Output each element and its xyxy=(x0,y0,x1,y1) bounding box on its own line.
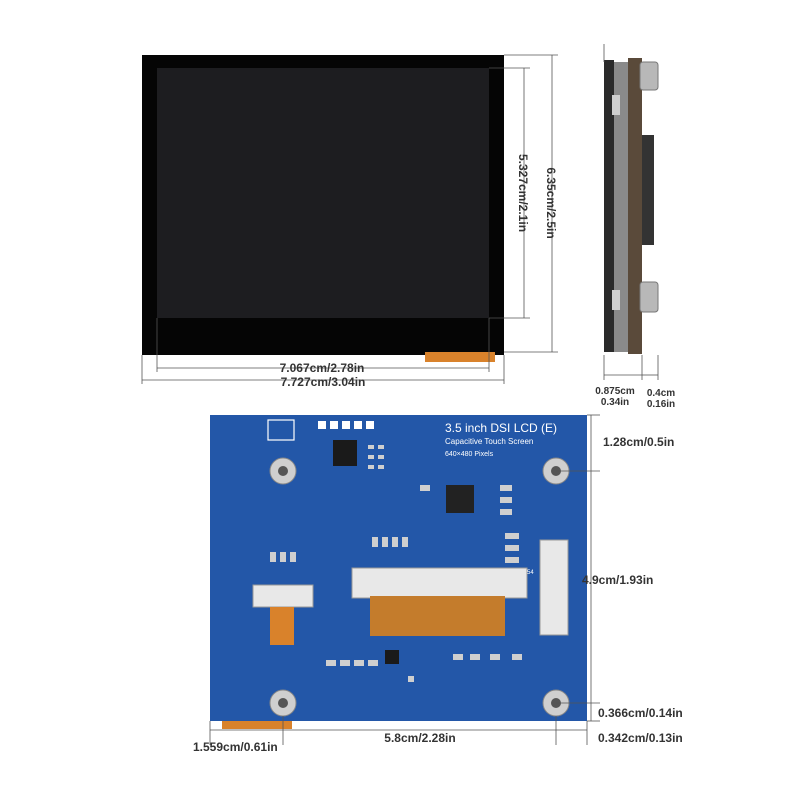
pcb-back-view: 3.5 inch DSI LCD (E) Capacitive Touch Sc… xyxy=(210,415,587,729)
front-dimension-lines xyxy=(141,54,558,384)
side-view xyxy=(604,58,659,354)
ic-chip-main xyxy=(446,485,474,513)
screen-front-view xyxy=(142,55,504,362)
hole-horizontal-spacing-label: 5.8cm/2.28in xyxy=(384,731,455,745)
connector-pin-label: 54 xyxy=(527,570,534,576)
outer-height-label: 6.35cm/2.5in xyxy=(544,167,558,238)
side-dimension-lines xyxy=(603,44,659,380)
header-pads xyxy=(318,421,374,429)
side-frame xyxy=(614,62,628,352)
left-margin-label: 1.559cm/0.61in xyxy=(193,740,278,754)
side-component-a xyxy=(612,95,620,115)
side-pcb xyxy=(628,58,642,354)
outer-width-label: 7.727cm/3.04in xyxy=(281,375,366,389)
flex-cable-main xyxy=(370,596,505,636)
fpc-connector-main xyxy=(351,567,528,599)
side-component-b xyxy=(612,290,620,310)
hole-vertical-spacing-label: 4.9cm/1.93in xyxy=(582,573,653,587)
side-thickness-a-label: 0.875cm xyxy=(595,386,635,397)
active-display-area xyxy=(157,68,489,318)
smd-components xyxy=(270,445,522,682)
flex-cable-small xyxy=(270,607,294,645)
pcb-title: 3.5 inch DSI LCD (E) xyxy=(445,421,557,435)
pcb-resolution: 640×480 Pixels xyxy=(445,451,494,458)
side-connector xyxy=(642,135,654,245)
side-thickness-b-inch-label: 0.16in xyxy=(647,399,675,410)
side-standoff-bottom xyxy=(639,281,659,313)
screen-flex-tab xyxy=(425,352,495,362)
bottom-hole-offset-label: 0.366cm/0.14in xyxy=(598,706,683,720)
side-thickness-a-inch-label: 0.34in xyxy=(601,397,629,408)
active-height-label: 5.327cm/2.1in xyxy=(516,154,530,232)
side-standoff-top xyxy=(639,61,659,91)
fpc-connector-small xyxy=(252,584,314,608)
side-header-connector xyxy=(539,539,569,636)
ic-chip-bottom xyxy=(385,650,399,664)
back-dimension-lines xyxy=(209,414,600,745)
side-hole-offset-label: 0.342cm/0.13in xyxy=(598,731,683,745)
top-hole-offset-label: 1.28cm/0.5in xyxy=(603,435,674,449)
pcb-subtitle: Capacitive Touch Screen xyxy=(445,437,533,446)
ic-chip-left xyxy=(333,440,357,466)
active-width-label: 7.067cm/2.78in xyxy=(280,361,365,375)
pcb-flex-tab xyxy=(222,721,292,729)
side-glass xyxy=(604,60,614,352)
silkscreen-outline xyxy=(267,419,295,441)
side-thickness-b-label: 0.4cm xyxy=(647,388,675,399)
